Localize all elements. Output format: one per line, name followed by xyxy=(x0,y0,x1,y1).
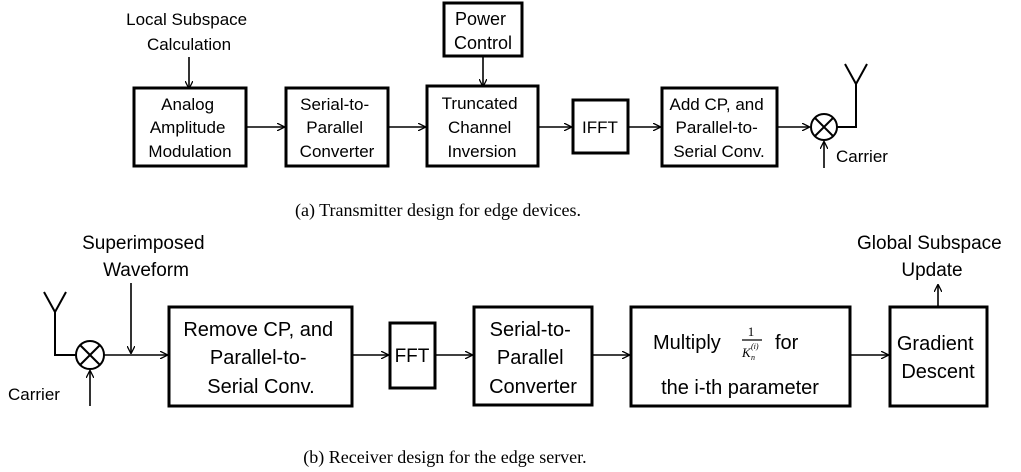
rx-fraction-denominator-sup: (i) xyxy=(751,342,759,351)
rx-multiply-label: Multiply xyxy=(653,332,721,354)
rx-multiply-param-label: the i-th parameter xyxy=(661,377,819,399)
rx-fraction: 1 K n (i) xyxy=(741,324,762,362)
rx-mixer-icon xyxy=(75,340,105,370)
receiver-diagram: Carrier Superimposed Waveform Remove CP,… xyxy=(8,233,1007,468)
tx-block-add-cp-label: Add CP, and Parallel-to- Serial Conv. xyxy=(670,95,769,161)
rx-fraction-denominator-base: K xyxy=(741,345,752,360)
rx-block-fft-label: FFT xyxy=(395,346,430,367)
tx-block-ifft-label: IFFT xyxy=(582,118,618,137)
tx-antenna-icon xyxy=(837,63,868,128)
tx-block-analog-label: Analog Amplitude Modulation xyxy=(148,95,231,161)
transmitter-diagram: Local Subspace Calculation Power Control… xyxy=(126,1,888,221)
rx-block-s2p-label: Serial-to- Parallel Converter xyxy=(489,319,577,398)
rx-fraction-denominator-sub: n xyxy=(751,353,755,362)
rx-block-gd-label: Gradient Descent xyxy=(897,333,979,383)
tx-block-truncated-channel-inversion xyxy=(425,84,540,168)
rx-output-label: Global Subspace Update xyxy=(857,233,1007,281)
rx-input-label: Superimposed Waveform xyxy=(82,233,210,281)
rx-block-multiply xyxy=(629,305,852,408)
tx-power-control-label: Power Control xyxy=(454,9,512,53)
rx-carrier-label: Carrier xyxy=(8,385,60,404)
rx-antenna-icon xyxy=(43,291,76,356)
tx-input-label: Local Subspace Calculation xyxy=(126,10,252,54)
rx-block-remove-cp-label: Remove CP, and Parallel-to- Serial Conv. xyxy=(183,319,338,398)
rx-fraction-numerator: 1 xyxy=(748,324,755,339)
tx-mixer-icon xyxy=(810,113,838,141)
tx-caption: (a) Transmitter design for edge devices. xyxy=(295,200,581,221)
rx-block-remove-cp xyxy=(167,305,354,408)
rx-block-gradient-descent xyxy=(888,305,989,408)
tx-carrier-label: Carrier xyxy=(836,147,888,166)
rx-multiply-for-label: for xyxy=(775,332,799,354)
tx-block-s2p-label: Serial-to- Parallel Converter xyxy=(300,95,375,161)
tx-block-tci-label: Truncated Channel Inversion xyxy=(442,94,523,161)
rx-caption: (b) Receiver design for the edge server. xyxy=(303,447,586,468)
rx-block-serial-to-parallel xyxy=(472,305,594,407)
